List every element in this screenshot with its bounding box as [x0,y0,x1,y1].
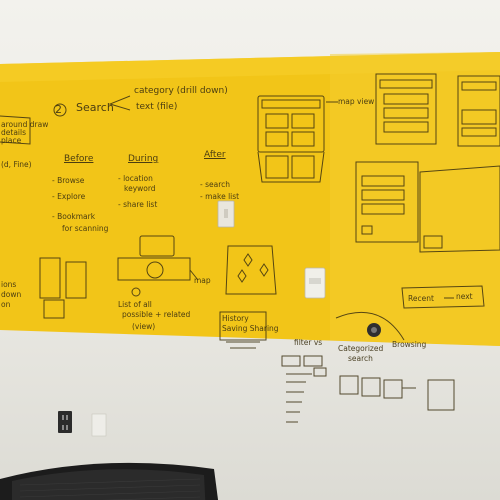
before-item: for scanning [62,224,109,233]
list-caption: (view) [132,322,156,331]
list-caption: List of all [118,300,152,309]
map-label: map [194,276,211,285]
filter-caption: filter vs [294,338,323,347]
before-item: - Bookmark [52,212,96,221]
chair-icon [0,462,219,500]
recent-label: Recent [408,294,434,303]
during-item: - share list [118,200,158,209]
branch-category: category (drill down) [134,86,228,96]
browsing-label: Browsing [392,340,427,349]
left-lower-note: down [1,290,22,299]
after-item: - make list [200,192,240,201]
left-edge-note: details [1,128,26,137]
before-item: - Explore [52,192,86,201]
col-during: During [128,154,159,164]
step-number: 2 [55,103,62,116]
search-label: Search [76,101,114,114]
list-caption: possible + related [122,310,191,319]
during-item: keyword [124,184,156,193]
during-item: - location [118,174,153,183]
left-lower-note: ions [1,280,17,289]
col-after: After [204,150,226,160]
filter-caption: search [348,354,373,363]
power-outlet-icon [58,411,72,433]
before-item: - Browse [52,176,85,185]
col-before: Before [64,154,94,164]
left-edge-note: place [1,136,22,145]
history-label: History [222,314,249,323]
history-label: Saving Sharing [222,324,279,333]
after-item: - search [200,180,231,189]
branch-text: text (file) [136,102,178,112]
map-view-label: map view [338,97,375,106]
next-label: next [456,292,473,301]
filter-caption: Categorized [338,344,384,353]
left-lower-note: on [1,300,11,309]
left-edge-misc: (d, Fine) [1,160,32,169]
left-edge-note: around draw [1,120,49,129]
